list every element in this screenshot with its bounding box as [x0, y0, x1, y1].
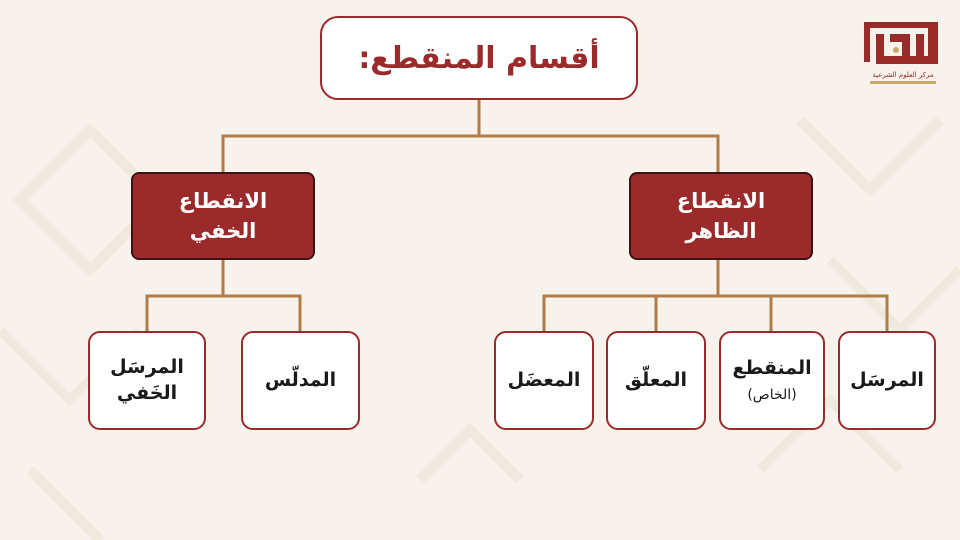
category-apparent-node: الانقطاع الظاهر [629, 172, 813, 260]
leaf-mudal-label: المعضَل [507, 368, 581, 391]
leaf-muallaq-label: المعلّق [625, 368, 687, 391]
root-title-text: أقسام المنقطع: [358, 40, 600, 76]
category-apparent-line1: الانقطاع [676, 188, 766, 213]
leaf-mudallas-node: المدلّس [241, 331, 360, 430]
category-hidden-node: الانقطاع الخفي [131, 172, 315, 260]
leaf-mudal-node: المعضَل [494, 331, 594, 430]
leaf-mursal-khafi-node: المرسَل الخَفي [88, 331, 206, 430]
logo-subtitle: مركز العلوم الشرعية [872, 71, 933, 79]
category-hidden-line2: الخفي [189, 219, 257, 243]
leaf-muallaq-node: المعلّق [606, 331, 706, 430]
category-hidden-line1: الانقطاع [178, 188, 268, 213]
leaf-mudallas-label: المدلّس [264, 368, 337, 391]
leaf-mursal-node: المرسَل [838, 331, 936, 430]
leaf-mursal-label: المرسَل [850, 368, 924, 391]
root-title-node: أقسام المنقطع: [320, 16, 638, 100]
leaf-mursal-khafi-line2: الخَفي [116, 381, 178, 404]
leaf-munqati-node: المنقطع (الخاص) [719, 331, 825, 430]
leaf-munqati-sublabel: (الخاص) [747, 386, 797, 403]
leaf-mursal-khafi-line1: المرسَل [110, 355, 184, 378]
ihkam-logo: مركز العلوم الشرعية [864, 22, 938, 84]
category-apparent-line2: الظاهر [685, 219, 757, 243]
leaf-munqati-label: المنقطع [732, 357, 812, 380]
